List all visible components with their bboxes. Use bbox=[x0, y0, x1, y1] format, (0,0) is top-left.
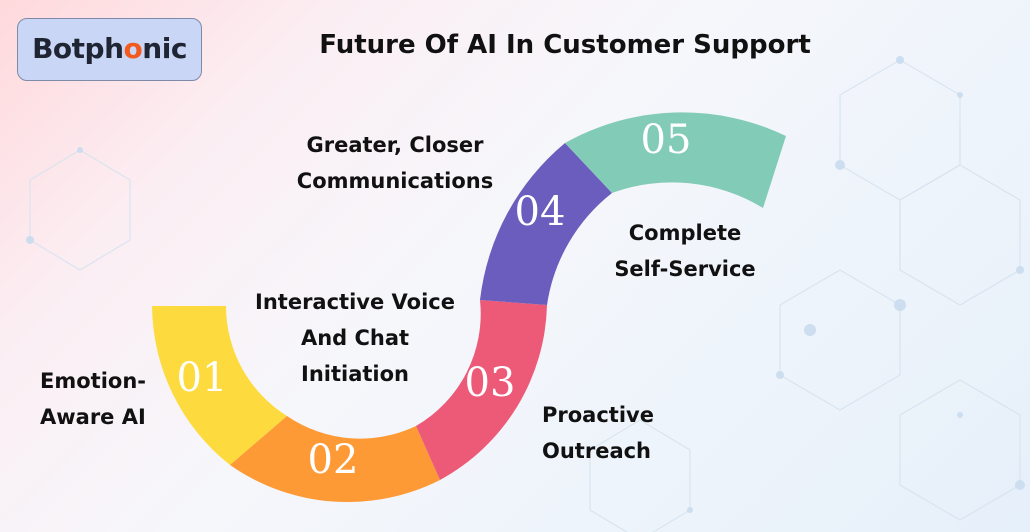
step-number-1: 01 bbox=[177, 355, 228, 401]
brand-name-main: Botph bbox=[32, 31, 124, 65]
step-label-4-line-2: Communications bbox=[296, 169, 494, 193]
step-segment-5 bbox=[565, 112, 786, 208]
step-label-4-line-1: Greater, Closer bbox=[306, 133, 484, 157]
step-label-1-line-2: Aware AI bbox=[40, 405, 146, 429]
step-segment-2 bbox=[230, 416, 440, 503]
step-label-3-line-2: Outreach bbox=[542, 439, 652, 463]
step-label-3-line-1: Proactive bbox=[542, 403, 654, 427]
step-label-2: Interactive Voice And Chat Initiation bbox=[250, 284, 460, 392]
step-label-2-line-2: And Chat bbox=[300, 326, 410, 350]
step-segment-1 bbox=[152, 306, 287, 465]
step-label-1: Emotion- Aware AI bbox=[40, 363, 146, 435]
step-number-5: 05 bbox=[641, 117, 692, 163]
step-label-2-line-1: Interactive Voice bbox=[255, 290, 455, 314]
page-title: Future Of AI In Customer Support bbox=[319, 30, 811, 60]
step-label-4: Greater, Closer Communications bbox=[290, 127, 500, 199]
brand-logo-text: Botphonic bbox=[32, 32, 187, 65]
step-label-5-line-2: Self-Service bbox=[614, 257, 756, 281]
step-segment-3 bbox=[416, 300, 547, 480]
step-label-3: Proactive Outreach bbox=[542, 397, 654, 469]
step-label-5-line-1: Complete bbox=[628, 221, 742, 245]
step-segment-4 bbox=[480, 143, 612, 305]
brand-name-end: nic bbox=[142, 31, 187, 65]
step-number-4: 04 bbox=[515, 189, 566, 235]
brand-logo: Botphonic bbox=[17, 18, 202, 81]
step-number-3: 03 bbox=[465, 360, 516, 406]
step-label-1-line-1: Emotion- bbox=[40, 369, 146, 393]
step-label-2-line-3: Initiation bbox=[301, 362, 409, 386]
step-label-5: Complete Self-Service bbox=[600, 215, 770, 287]
brand-name-accent: o bbox=[123, 31, 143, 65]
step-number-2: 02 bbox=[308, 437, 359, 483]
